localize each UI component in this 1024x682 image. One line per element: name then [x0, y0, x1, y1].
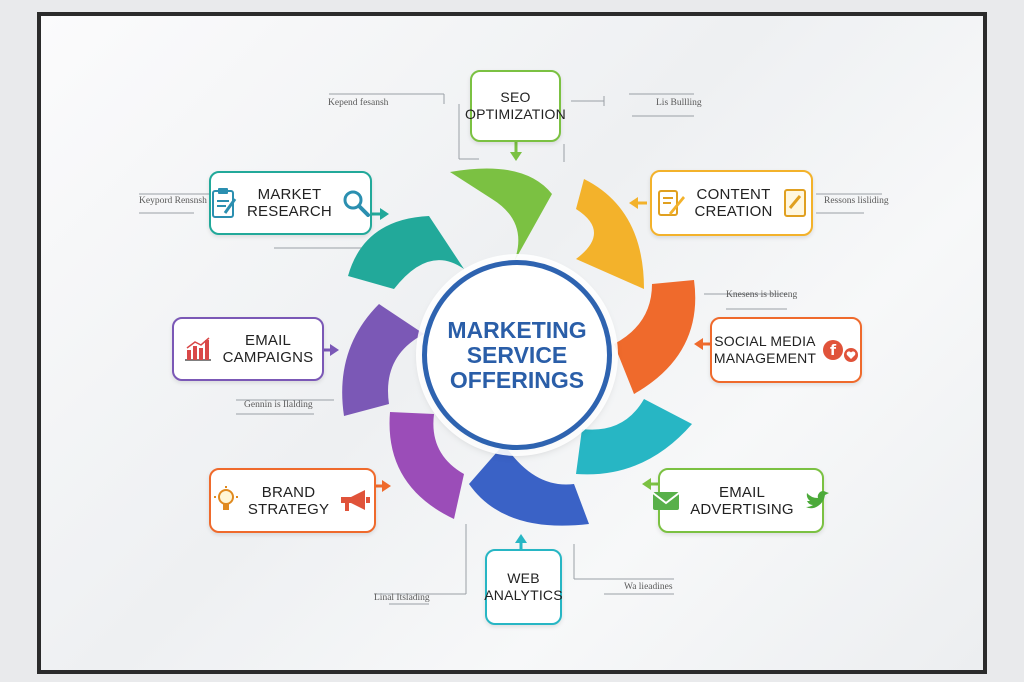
arc-teal — [348, 216, 464, 289]
hub-title: MARKETING SERVICE OFFERINGS — [447, 316, 587, 393]
seo-label: SEO OPTIMIZATION — [465, 89, 566, 122]
brand-strategy-label: BRAND STRATEGY — [247, 483, 330, 518]
node-email-campaigns[interactable]: EMAIL CAMPAIGNS — [172, 317, 324, 381]
caption-ressons: Ressons lisliding — [824, 196, 889, 206]
megaphone-icon — [339, 489, 371, 513]
node-email-advertising[interactable]: EMAIL ADVERTISING — [652, 468, 829, 533]
diagram-frame: MARKETING SERVICE OFFERINGS SEO OPTIMIZA… — [37, 12, 987, 674]
bar-chart-icon — [183, 336, 213, 362]
wheel-graphic — [139, 93, 882, 605]
heart-icon — [844, 348, 859, 362]
node-content-creation[interactable]: CONTENT CREATION — [650, 170, 813, 236]
arc-violet — [389, 412, 464, 519]
lightbulb-icon — [213, 485, 238, 516]
arc-yellow — [576, 179, 644, 289]
caption-wa: Wa lieadines — [624, 582, 673, 592]
facebook-icon: f — [822, 339, 844, 361]
email-advertising-label: EMAIL ADVERTISING — [690, 483, 794, 518]
web-analytics-label: WEB ANALYTICS — [484, 570, 563, 603]
arc-blue — [469, 444, 589, 526]
center-hub: MARKETING SERVICE OFFERINGS — [422, 260, 612, 450]
document-pen-icon — [657, 188, 685, 218]
caption-keypord: Keypord Rensnsh — [139, 196, 207, 206]
arc-purple — [342, 304, 424, 416]
node-market-research[interactable]: MARKET RESEARCH — [209, 171, 372, 235]
market-research-label: MARKET RESEARCH — [247, 186, 332, 220]
notepad-icon — [783, 188, 807, 218]
caption-lis-bulling: Lis Bullling — [656, 98, 702, 108]
envelope-icon — [652, 491, 680, 511]
caption-gennin: Gennin is Ilalding — [244, 400, 313, 410]
social-media-label: SOCIAL MEDIA MANAGEMENT — [713, 333, 817, 366]
node-social-media-management[interactable]: SOCIAL MEDIA MANAGEMENT f — [710, 317, 862, 383]
node-seo-optimization[interactable]: SEO OPTIMIZATION — [465, 70, 566, 142]
arc-green — [450, 168, 552, 262]
email-campaigns-label: EMAIL CAMPAIGNS — [222, 332, 314, 366]
caption-kepend: Kepend fesansh — [328, 98, 389, 108]
arc-orange — [614, 280, 696, 394]
node-web-analytics[interactable]: WEB ANALYTICS — [484, 549, 563, 625]
arrows — [324, 142, 710, 549]
node-brand-strategy[interactable]: BRAND STRATEGY — [209, 468, 376, 533]
arc-cyan — [576, 399, 692, 475]
magnifier-icon — [342, 189, 370, 217]
caption-knesens: Knesens is bliceng — [726, 290, 798, 300]
leader-lines — [139, 93, 882, 605]
pinwheel-arcs — [342, 168, 696, 526]
twitter-bird-icon — [804, 490, 830, 512]
clipboard-icon — [211, 187, 237, 219]
content-creation-label: CONTENT CREATION — [694, 186, 773, 220]
svg-text:f: f — [830, 343, 837, 359]
caption-linal: Linal Itslading — [374, 593, 430, 603]
